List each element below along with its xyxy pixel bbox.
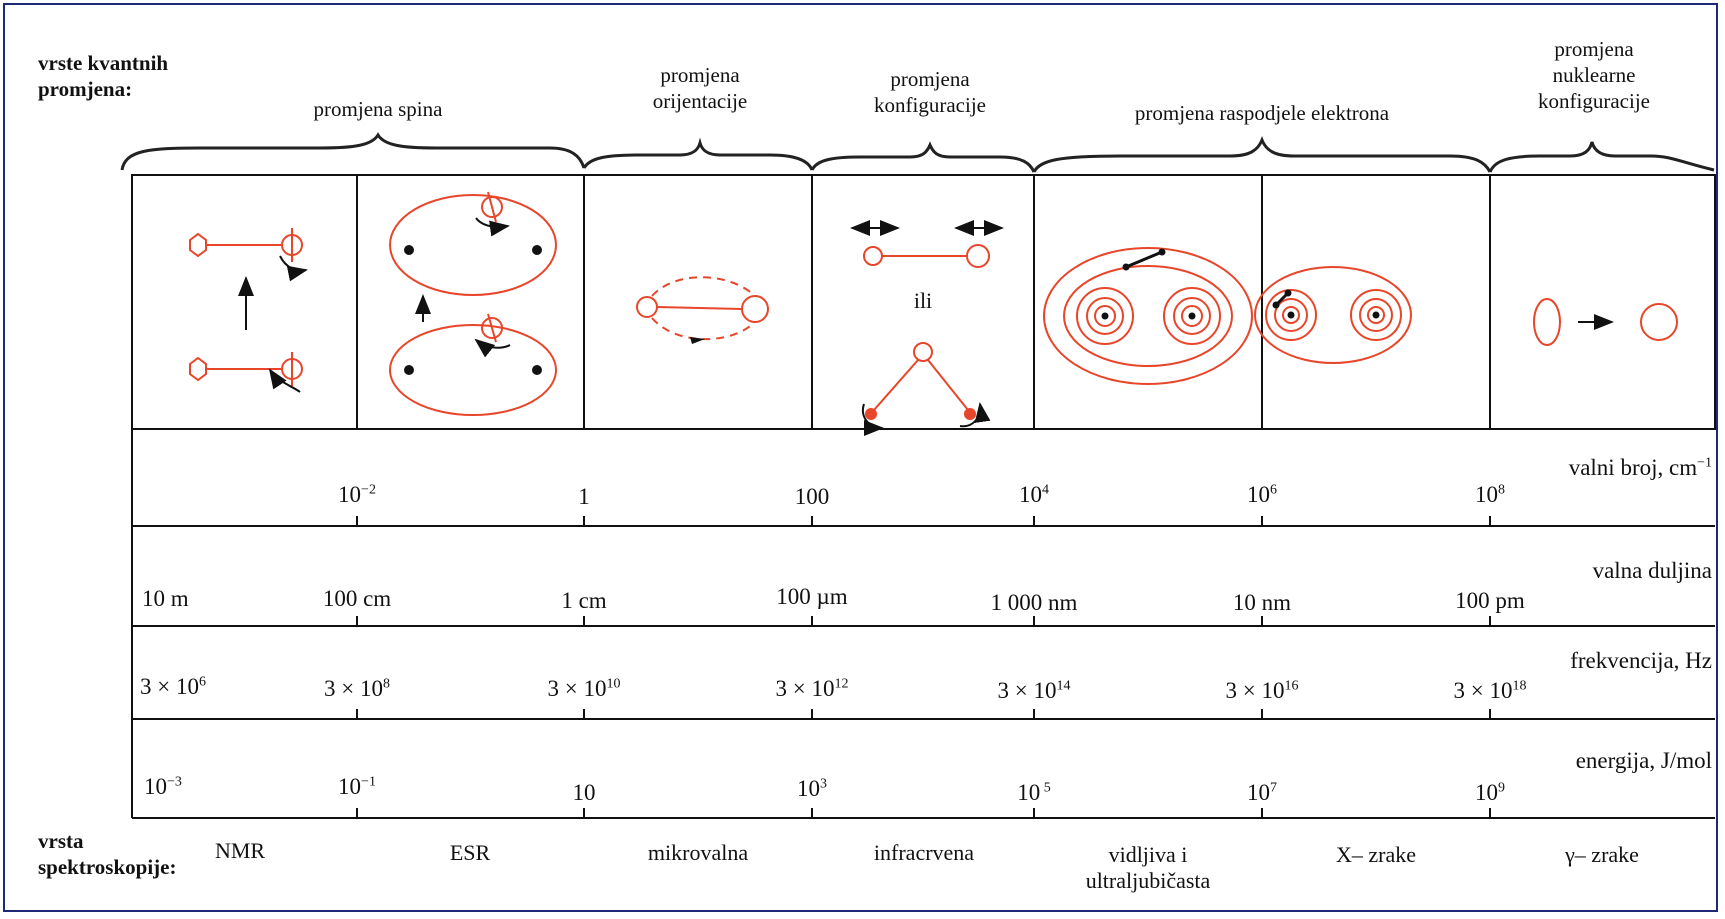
frequency-tick: 3 × 106 [140,674,206,699]
row-label-line: vrsta [38,829,84,853]
electron-orbital-illustration [1043,247,1253,385]
vibration-illustration [850,220,1004,436]
wavelength-tick: 100 µm [776,584,848,609]
spectroscopy-type-infrared: infracrvena [873,840,975,865]
tick-marks [356,516,1491,818]
frequency-tick: 3 × 1010 [547,676,621,701]
spectroscopy-type-esr: ESR [449,840,491,865]
inner-electron-illustration [1254,266,1412,364]
esr-electron-spin-illustration [389,191,557,416]
scale-bands [131,429,1715,819]
wavelength-tick: 100 pm [1455,588,1525,613]
quantum-change-row-label: vrste kvantnih promjena: [38,50,168,102]
brace-orientation [582,137,814,171]
wavelength-unit-label: valna duljina [1592,558,1712,583]
spectroscopy-type-uv-vis: vidljiva i ultraljubičasta [1085,842,1211,893]
rotation-illustration [636,276,769,344]
spectroscopy-type-microwave: mikrovalna [647,840,749,865]
wavelength-tick: 10 nm [1232,590,1292,615]
category-nuclear-configuration-change: promjena nuklearne konfiguracije [1538,37,1650,113]
wavenumber-tick: 106 [1247,482,1277,507]
energy-tick: 107 [1247,780,1277,805]
row-label-line: spektroskopije: [38,855,177,879]
category-orientation-change: promjena orijentacije [652,63,748,113]
row-label-line: promjena: [38,77,133,101]
wavenumber-tick: 1 [578,484,590,509]
brace-nuclear [1488,141,1715,173]
frequency-tick: 3 × 1012 [775,676,849,701]
energy-unit-label: energija, J/mol [1575,748,1712,773]
spectroscopy-type-x-ray: X– zrake [1335,842,1417,867]
energy-tick: 10−3 [144,774,182,799]
wavenumber-tick: 100 [794,484,830,509]
frequency-tick: 3 × 1018 [1453,678,1527,703]
wavelength-tick: 100 cm [322,586,392,611]
energy-tick: 10−1 [338,774,376,799]
wavenumber-tick: 10−2 [338,482,376,507]
spectroscopy-row-label: vrsta spektroskopije: [38,828,176,880]
brace-electrons [1032,135,1492,173]
panel-grid [131,174,1716,430]
wavelength-tick: 1 cm [561,588,607,613]
frequency-unit-label: frekvencija, Hz [1570,648,1712,673]
wavelength-tick: 1 000 nm [990,590,1078,615]
nucleus-shape-illustration [1533,298,1678,346]
row-label-line: vrste kvantnih [38,51,169,75]
category-spin-change: promjena spina [313,97,443,121]
energy-tick: 10 5 [1017,780,1051,805]
energy-tick: 10 [572,780,596,805]
energy-tick: 103 [797,776,827,801]
wavenumber-tick: 104 [1019,482,1049,507]
frequency-tick: 3 × 1014 [997,678,1071,703]
wavenumber-unit-label: valni broj, cm−1 [1568,455,1712,480]
spin-flip-molecule-illustration [189,228,308,393]
energy-tick: 109 [1475,780,1505,805]
spectroscopy-type-nmr: NMR [214,838,266,863]
ili-label: ili [913,288,933,313]
category-electron-distribution-change: promjena raspodjele elektrona [1134,101,1390,125]
brace-spin [120,132,586,171]
category-configuration-change: promjena konfiguracije [874,67,986,117]
frequency-tick: 3 × 1016 [1225,678,1299,703]
spectroscopy-type-gamma: γ– zrake [1565,842,1639,867]
brace-configuration [810,141,1036,173]
wavelength-tick: 10 m [142,586,189,611]
frequency-tick: 3 × 108 [324,676,390,701]
wavenumber-tick: 108 [1475,482,1505,507]
